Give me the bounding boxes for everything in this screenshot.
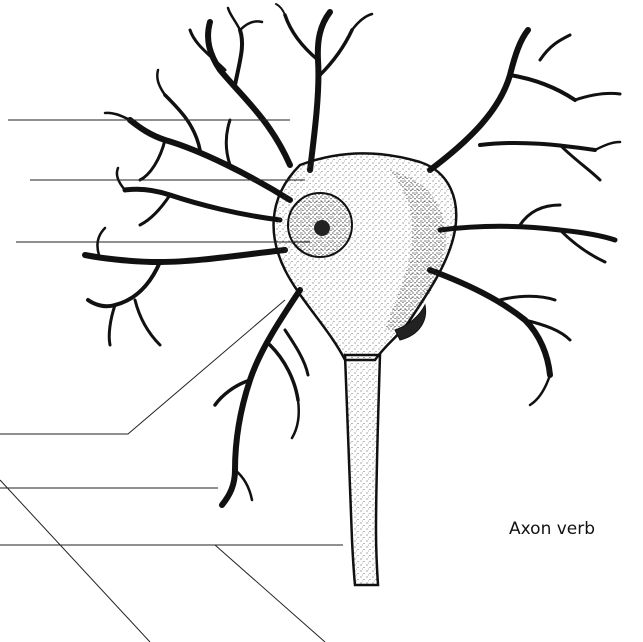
nucleolus [314, 220, 330, 236]
leader-line-7 [0, 480, 150, 642]
axon [345, 355, 380, 585]
axon-caption: Axon verb [509, 519, 595, 539]
leader-line-8 [215, 545, 325, 642]
